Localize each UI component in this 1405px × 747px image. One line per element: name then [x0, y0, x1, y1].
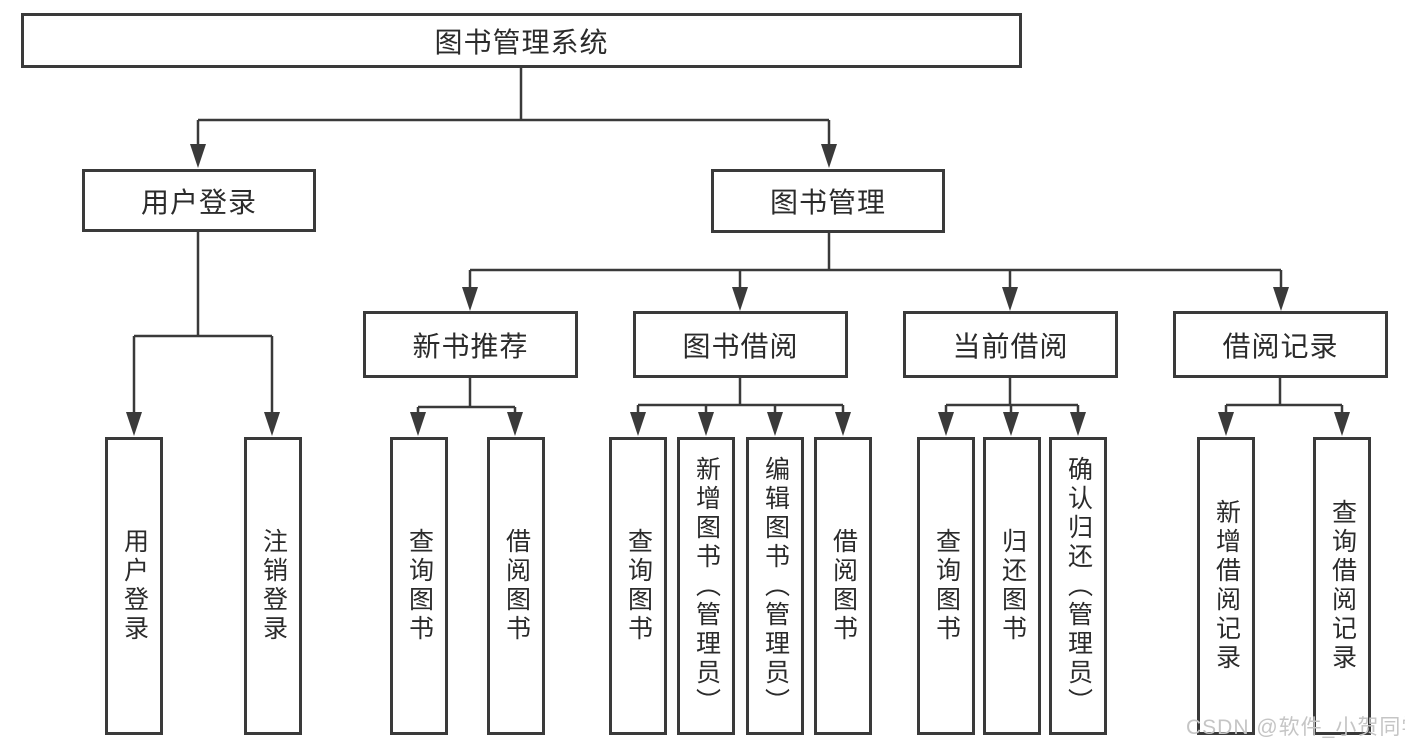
leaf-return-book: 归还图书 [983, 437, 1041, 735]
node-label: 查询图书 [932, 528, 961, 644]
node-current-borrow: 当前借阅 [903, 311, 1118, 378]
node-label: 用户登录 [140, 186, 257, 218]
leaf-user-login: 用户登录 [105, 437, 163, 735]
node-label: 借阅记录 [1222, 330, 1339, 362]
node-user-login: 用户登录 [82, 169, 316, 232]
leaf-borrow-books-recommend: 借阅图书 [487, 437, 545, 735]
node-book-borrow: 图书借阅 [633, 311, 848, 378]
node-label: 查询图书 [624, 528, 653, 644]
leaf-query-books-current: 查询图书 [917, 437, 975, 735]
node-label: 图书管理 [769, 187, 886, 218]
node-label: 当前借阅 [952, 330, 1069, 362]
node-label: 新增借阅记录 [1212, 499, 1241, 673]
node-label: 编辑图书（管理员） [761, 455, 790, 717]
node-root-system: 图书管理系统 [21, 13, 1022, 68]
node-label: 用户登录 [120, 528, 149, 644]
leaf-confirm-return-admin: 确认归还（管理员） [1049, 437, 1107, 735]
node-label: 借阅图书 [502, 528, 531, 644]
csdn-watermark: CSDN @软件_小贺同学 [1186, 716, 1405, 739]
node-label: 借阅图书 [829, 528, 858, 644]
node-new-book-recommend: 新书推荐 [363, 311, 578, 378]
node-label: 图书借阅 [682, 330, 799, 362]
leaf-query-books-recommend: 查询图书 [390, 437, 448, 735]
node-label: 确认归还（管理员） [1064, 455, 1093, 717]
leaf-query-borrow-record: 查询借阅记录 [1313, 437, 1371, 735]
leaf-add-book-admin: 新增图书（管理员） [677, 437, 735, 735]
node-book-management: 图书管理 [711, 169, 945, 233]
node-label: 图书管理系统 [434, 26, 609, 58]
node-label: 注销登录 [259, 528, 288, 644]
node-borrow-records: 借阅记录 [1173, 311, 1388, 378]
leaf-edit-book-admin: 编辑图书（管理员） [746, 437, 804, 735]
leaf-query-books-borrow: 查询图书 [609, 437, 667, 735]
node-label: 查询借阅记录 [1328, 499, 1357, 673]
node-label: 新增图书（管理员） [692, 455, 721, 717]
node-label: 查询图书 [405, 528, 434, 644]
node-label: 新书推荐 [412, 330, 529, 362]
leaf-borrow-books-borrow: 借阅图书 [814, 437, 872, 735]
leaf-add-borrow-record: 新增借阅记录 [1197, 437, 1255, 735]
leaf-logout: 注销登录 [244, 437, 302, 735]
node-label: 归还图书 [998, 528, 1027, 644]
arrowhead-icons [126, 144, 1350, 436]
